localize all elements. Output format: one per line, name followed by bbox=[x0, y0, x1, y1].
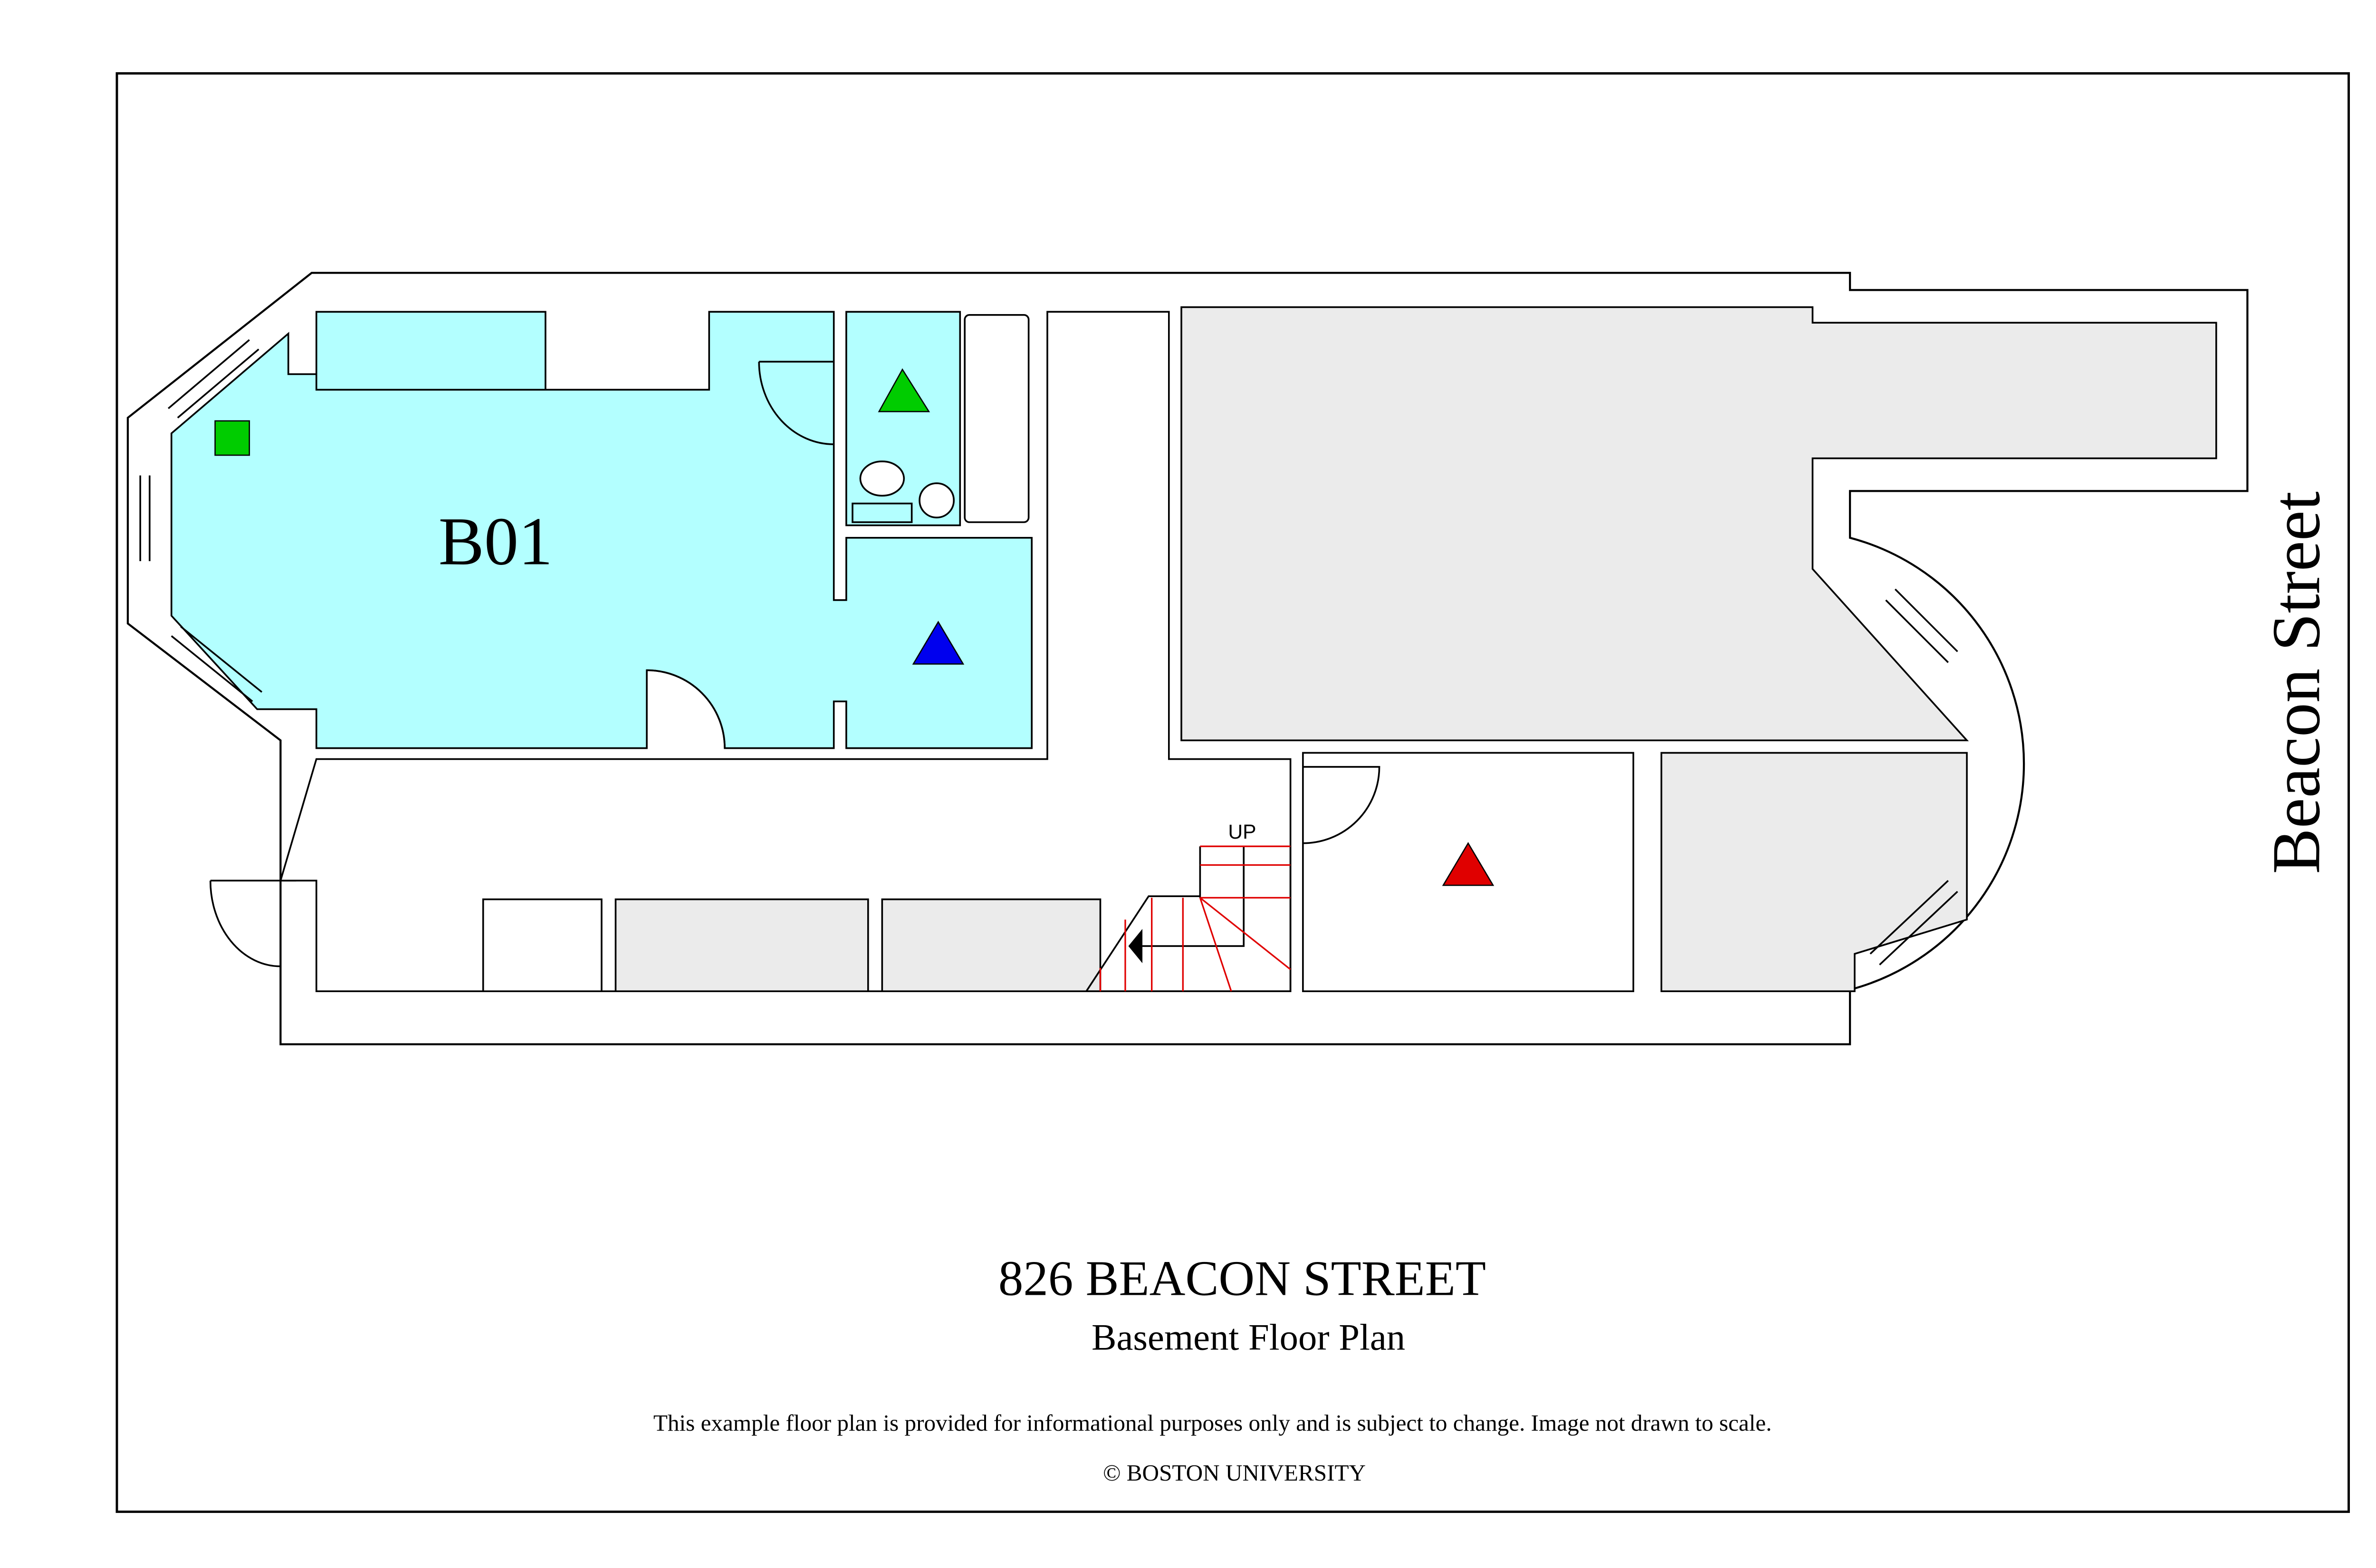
green-triangle-marker bbox=[878, 368, 930, 412]
entry-door bbox=[209, 880, 297, 967]
stair-arrow-icon bbox=[1128, 929, 1143, 964]
room-label: B01 bbox=[439, 504, 553, 580]
room-bay bbox=[1660, 752, 1968, 993]
plan-title: 826 BEACON STREET bbox=[998, 1251, 1486, 1306]
blue-triangle-marker bbox=[912, 621, 965, 665]
vanity bbox=[852, 502, 913, 523]
bath-door bbox=[758, 361, 834, 445]
copyright: © BOSTON UNIVERSITY bbox=[1103, 1460, 1366, 1486]
stairs: UP bbox=[1084, 821, 1292, 993]
hall-door bbox=[1303, 766, 1380, 844]
disclaimer: This example floor plan is provided for … bbox=[653, 1410, 1772, 1436]
toilet bbox=[919, 482, 955, 518]
room-mechanical bbox=[1302, 752, 1634, 993]
storage-3 bbox=[881, 898, 1102, 993]
room-front bbox=[1180, 306, 2217, 741]
plan-subtitle: Basement Floor Plan bbox=[1092, 1317, 1405, 1358]
sink bbox=[859, 460, 905, 497]
storage-1 bbox=[482, 898, 603, 993]
street-label: Beacon Street bbox=[2258, 491, 2334, 874]
corridor bbox=[279, 311, 1292, 993]
b01-door bbox=[647, 669, 726, 748]
stair-up-label: UP bbox=[1228, 821, 1256, 843]
green-square-marker bbox=[214, 420, 250, 456]
room-b01-closet bbox=[315, 311, 546, 391]
storage-2 bbox=[614, 898, 869, 993]
windows bbox=[139, 339, 1958, 966]
red-triangle-marker bbox=[1442, 842, 1495, 886]
bathtub bbox=[964, 314, 1030, 523]
